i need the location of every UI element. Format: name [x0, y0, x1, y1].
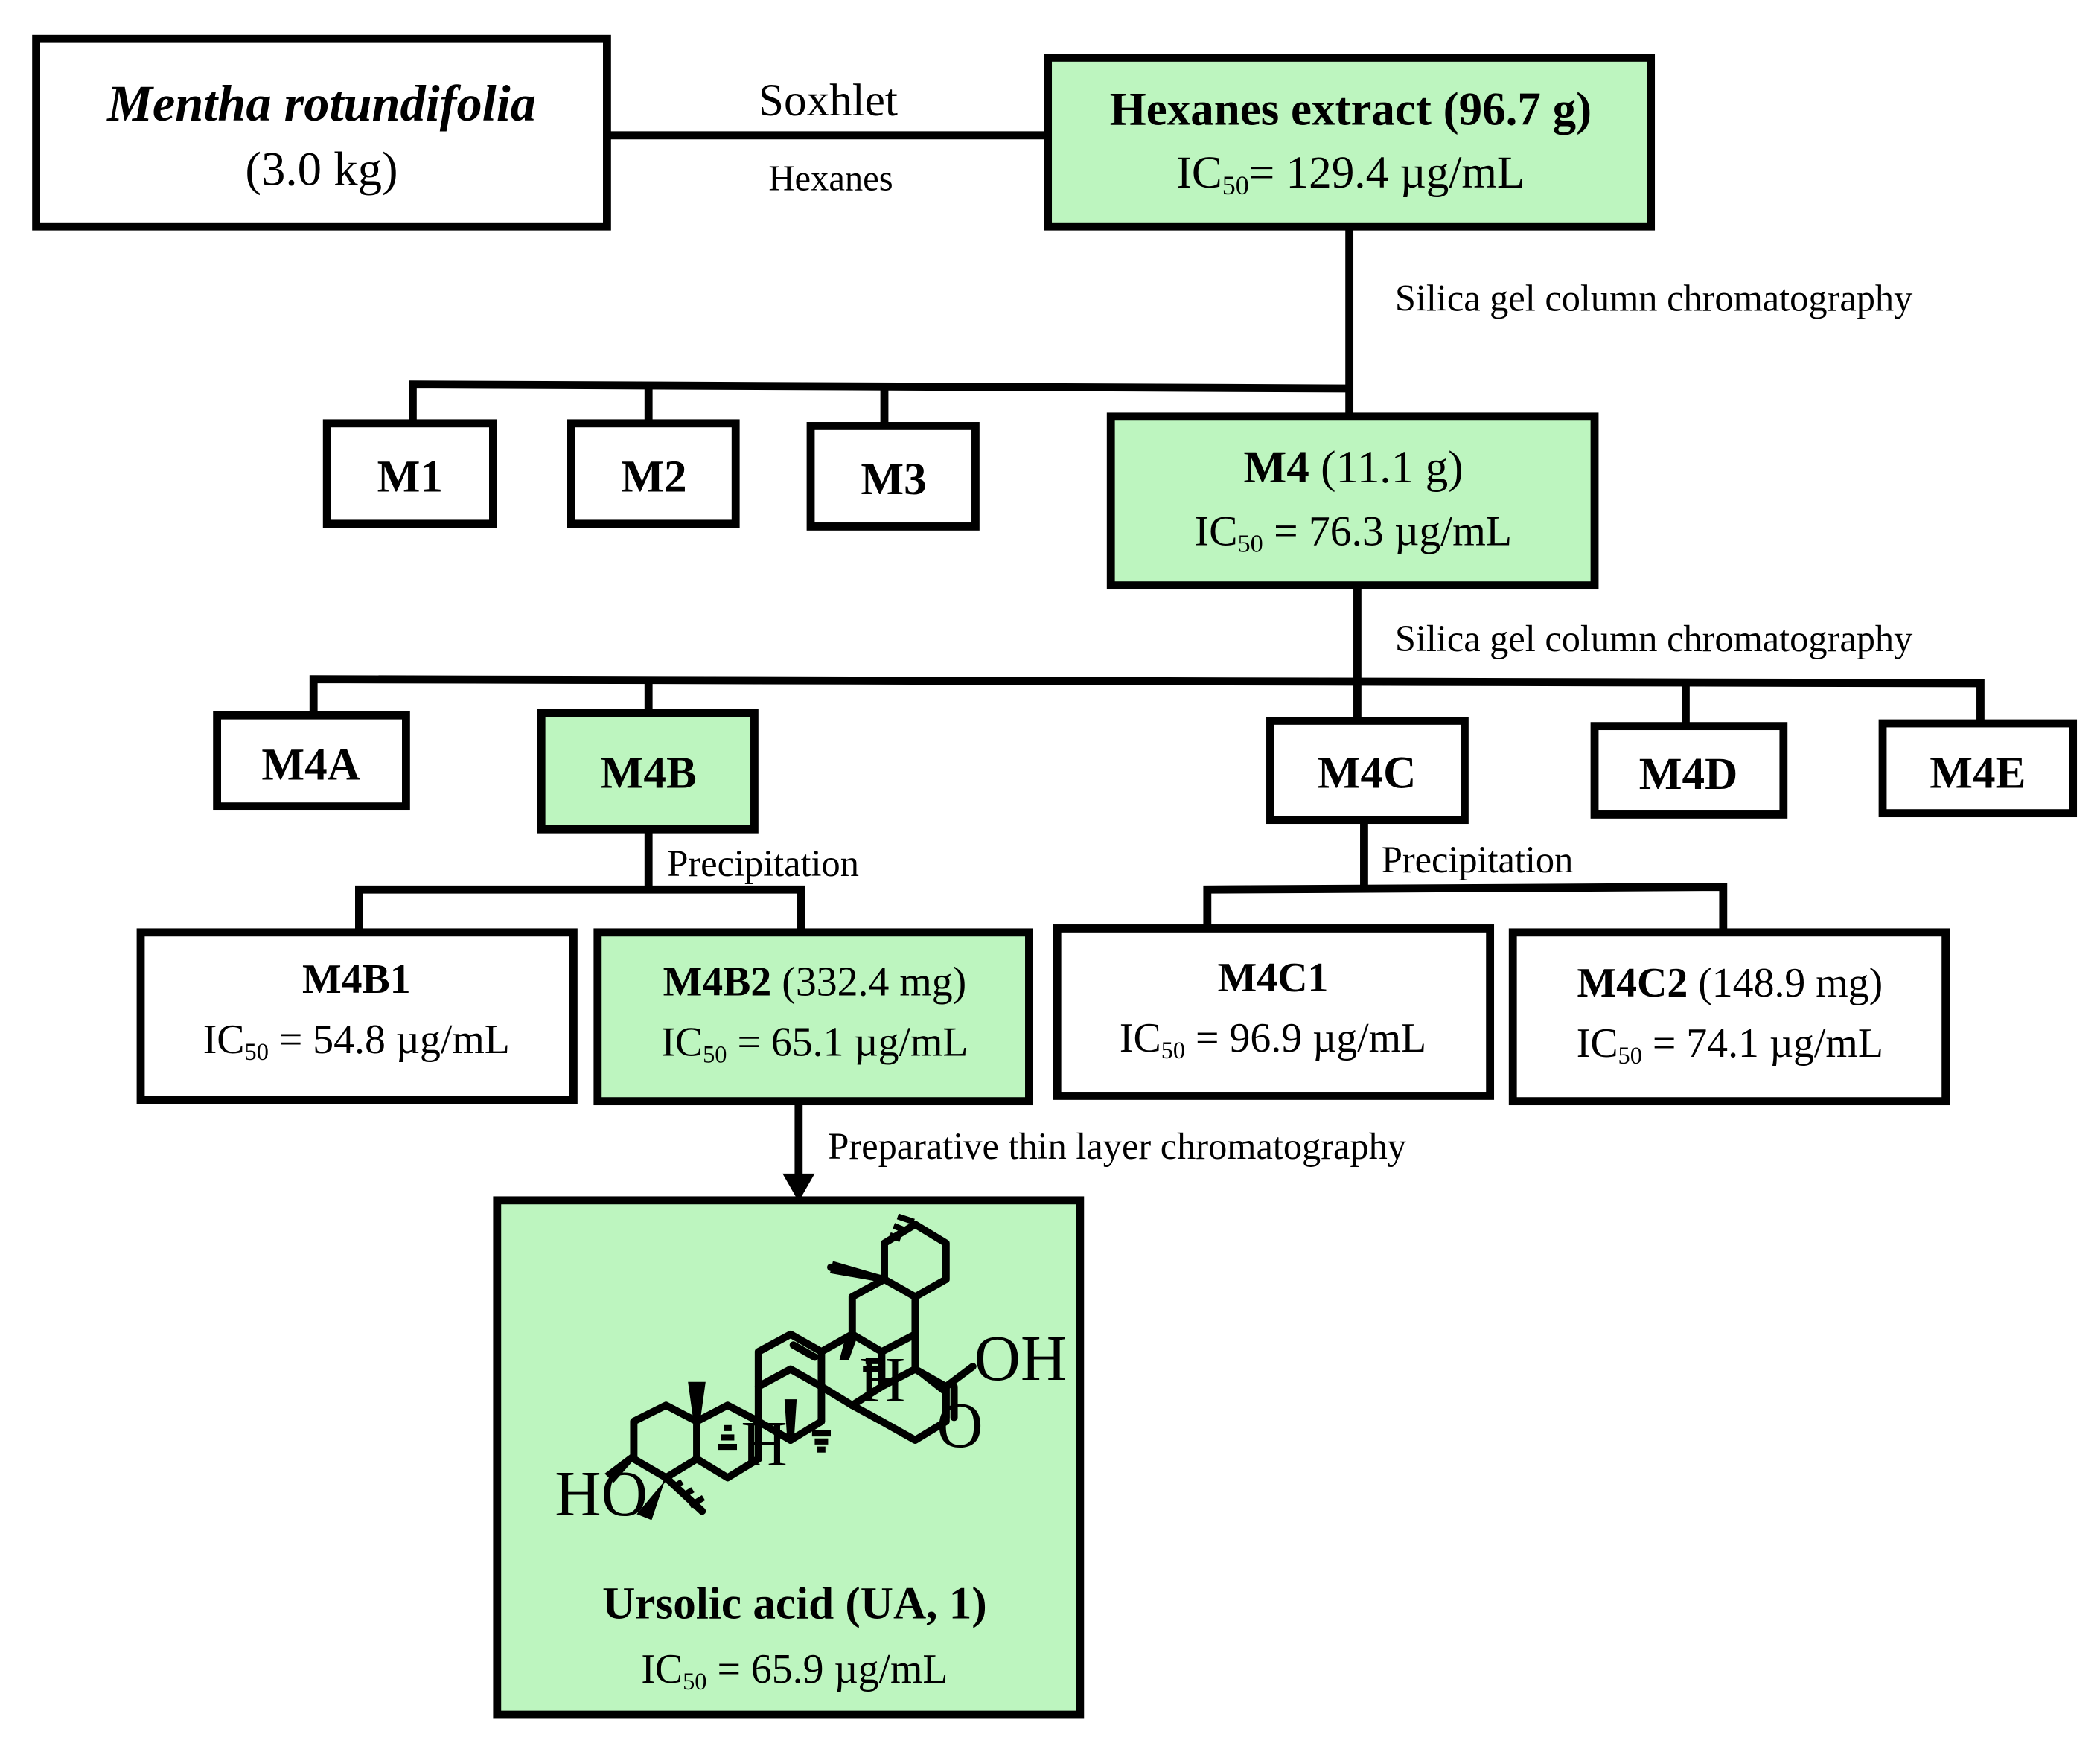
edge-label-precipitation-m4b: Precipitation [667, 842, 858, 884]
structure-label-o: O [936, 1390, 983, 1461]
structure-label-h2: H [741, 1408, 787, 1480]
m1-label: M1 [377, 452, 443, 502]
connectors [309, 131, 1985, 1202]
node-m4e: M4E [1878, 719, 2078, 818]
node-m4a: M4A [213, 711, 410, 811]
edge-label-soxhlet: Soxhlet [759, 75, 898, 126]
node-ursolic-acid: OH O H H HO Ursolic acid (UA, 1) IC50 = … [493, 1196, 1085, 1719]
edge-label-prep-tlc: Preparative thin layer chromatography [828, 1125, 1406, 1167]
structure-label-h1: H [859, 1344, 905, 1416]
node-m4c: M4C [1266, 717, 1469, 825]
m3-label: M3 [861, 454, 926, 505]
node-m4b: M4B [537, 709, 759, 834]
m4b2-ic50: IC50 = 65.1 µg/mL [661, 1019, 968, 1068]
ursolic-acid-ic50: IC50 = 65.9 µg/mL [641, 1646, 948, 1695]
node-m4b2: M4B2 (332.4 mg) IC50 = 65.1 µg/mL [593, 928, 1033, 1106]
structure-label-ho: HO [555, 1458, 648, 1529]
m4b-label: M4B [601, 747, 697, 798]
ursolic-acid-title: Ursolic acid (UA, 1) [602, 1578, 987, 1628]
node-m4: M4 (11.1 g) IC50 = 76.3 µg/mL [1106, 412, 1599, 590]
hexanes-extract-ic50: IC50= 129.4 µg/mL [1177, 147, 1525, 200]
edge-label-hexanes: Hexanes [768, 159, 893, 199]
m4e-label: M4E [1930, 747, 2026, 798]
m2-label: M2 [621, 452, 686, 502]
node-m4c1: M4C1 IC50 = 96.9 µg/mL [1053, 924, 1495, 1100]
m4c1-ic50: IC50 = 96.9 µg/mL [1120, 1015, 1426, 1064]
m4a-label: M4A [261, 740, 360, 790]
m4c2-title: M4C2 (148.9 mg) [1577, 960, 1883, 1006]
structure-label-oh: OH [974, 1323, 1067, 1394]
m4c1-title: M4C1 [1218, 955, 1329, 1001]
node-m2: M2 [567, 419, 740, 528]
node-m1: M1 [322, 419, 497, 528]
edge-labels: Soxhlet Hexanes Silica gel column chroma… [667, 75, 1912, 1167]
source-detail: (3.0 kg) [245, 142, 398, 196]
node-m4d: M4D [1590, 722, 1788, 819]
m4b1-title: M4B1 [302, 956, 411, 1002]
ursolic-acid-structure: OH O H H HO [555, 1213, 1067, 1529]
edge-label-precipitation-m4c: Precipitation [1382, 839, 1573, 880]
m4c-label: M4C [1318, 747, 1417, 798]
node-hexanes-extract: Hexanes extract (96.7 g) IC50= 129.4 µg/… [1044, 54, 1656, 231]
node-m4b1: M4B1 IC50 = 54.8 µg/mL [136, 928, 578, 1104]
node-m4c2: M4C2 (148.9 mg) IC50 = 74.1 µg/mL [1508, 928, 1950, 1106]
node-source: Mentha rotundifolia (3.0 kg) [32, 34, 611, 231]
m4c2-ic50: IC50 = 74.1 µg/mL [1577, 1020, 1883, 1069]
node-m3: M3 [806, 422, 980, 531]
m4b2-title: M4B2 (332.4 mg) [663, 959, 967, 1005]
m4d-label: M4D [1639, 749, 1738, 799]
m4-title: M4 (11.1 g) [1243, 442, 1463, 493]
edge-label-silica-2: Silica gel column chromatography [1395, 618, 1912, 659]
edge-label-silica-1: Silica gel column chromatography [1395, 278, 1912, 319]
m4b1-ic50: IC50 = 54.8 µg/mL [203, 1017, 510, 1066]
hexanes-extract-title: Hexanes extract (96.7 g) [1110, 83, 1592, 135]
m4-ic50: IC50 = 76.3 µg/mL [1195, 508, 1512, 558]
source-name: Mentha rotundifolia [106, 75, 536, 132]
